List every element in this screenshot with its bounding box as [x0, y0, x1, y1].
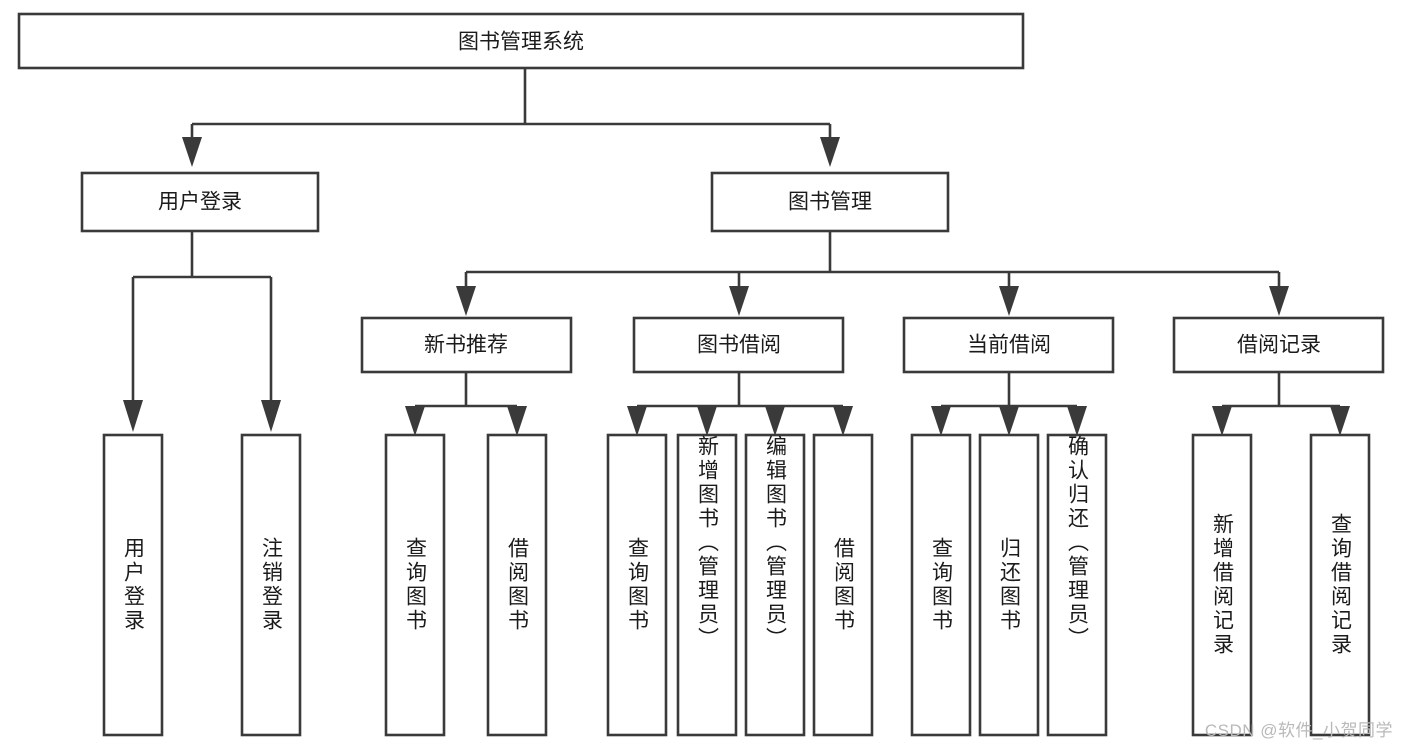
- arrowhead-borrowrecord: [1269, 286, 1289, 316]
- arrowhead-leaf-user-login-1: [123, 400, 143, 432]
- node-box-leaf-bookborrow-3[interactable]: [744, 433, 806, 737]
- arrowhead-leaf-borrowrecord-2: [1330, 406, 1350, 436]
- arrowhead-bookmgmt: [820, 137, 840, 167]
- arrowhead-leaf-bookborrow-1: [627, 406, 647, 436]
- connector-group-root: [182, 69, 840, 167]
- arrowhead-leaf-bookborrow-4: [833, 406, 853, 436]
- node-box-leaf-borrowrecord-1[interactable]: [1191, 433, 1253, 737]
- node-box-user-login[interactable]: [80, 171, 320, 233]
- arrowhead-leaf-newbook-1: [405, 406, 425, 436]
- arrowhead-leaf-currentborrow-1: [931, 406, 951, 436]
- node-label-user-login: 用户登录: [158, 191, 242, 214]
- node-label-book-borrow: 图书借阅: [697, 334, 781, 357]
- arrowhead-leaf-currentborrow-3: [1067, 406, 1087, 436]
- node-box-new-book-recommend[interactable]: [360, 316, 573, 374]
- node-label-book-management: 图书管理: [788, 191, 872, 214]
- node-box-book-borrow[interactable]: [632, 316, 845, 374]
- node-box-leaf-currentborrow-3[interactable]: [1046, 433, 1108, 737]
- node-box-borrow-record[interactable]: [1172, 316, 1385, 374]
- node-box-leaf-user-login-2[interactable]: [240, 433, 302, 737]
- arrowhead-leaf-borrowrecord-1: [1212, 406, 1232, 436]
- arrowhead-currentborrow: [999, 286, 1019, 316]
- node-box-leaf-newbook-2[interactable]: [486, 433, 548, 737]
- connector-group-bookborrow: [627, 372, 853, 436]
- node-label-borrow-record: 借阅记录: [1237, 334, 1321, 357]
- arrowhead-leaf-user-login-2: [261, 400, 281, 432]
- watermark-text: CSDN @软件_小贺同学: [1204, 721, 1393, 740]
- node-label-current-borrow: 当前借阅: [967, 334, 1051, 357]
- node-box-leaf-currentborrow-1[interactable]: [910, 433, 972, 737]
- arrowhead-leaf-currentborrow-2: [999, 406, 1019, 436]
- node-label-root: 图书管理系统: [458, 31, 584, 54]
- connector-group-newbook: [405, 372, 527, 436]
- node-box-leaf-user-login-1[interactable]: [102, 433, 164, 737]
- node-box-root[interactable]: [17, 12, 1025, 70]
- arrowhead-leaf-newbook-2: [507, 406, 527, 436]
- connector-group-currentborrow: [931, 372, 1087, 436]
- arrowhead-userlogin: [182, 137, 202, 167]
- arrowhead-leaf-bookborrow-3: [765, 406, 785, 436]
- arrowhead-bookborrow: [729, 286, 749, 316]
- node-box-current-borrow[interactable]: [902, 316, 1115, 374]
- connector-group-bookmgmt: [456, 232, 1289, 316]
- node-box-leaf-newbook-1[interactable]: [384, 433, 446, 737]
- connector-group-userlogin: [123, 232, 281, 432]
- node-box-leaf-bookborrow-1[interactable]: [606, 433, 668, 737]
- node-box-leaf-currentborrow-2[interactable]: [978, 433, 1040, 737]
- node-box-book-management[interactable]: [710, 171, 950, 233]
- connector-group-borrowrecord: [1212, 372, 1350, 436]
- arrowhead-newbook: [456, 286, 476, 316]
- node-box-leaf-bookborrow-2[interactable]: [676, 433, 738, 737]
- node-box-leaf-bookborrow-4[interactable]: [812, 433, 874, 737]
- arrowhead-leaf-bookborrow-2: [697, 406, 717, 436]
- node-box-leaf-borrowrecord-2[interactable]: [1309, 433, 1371, 737]
- node-label-new-book-recommend: 新书推荐: [424, 334, 508, 357]
